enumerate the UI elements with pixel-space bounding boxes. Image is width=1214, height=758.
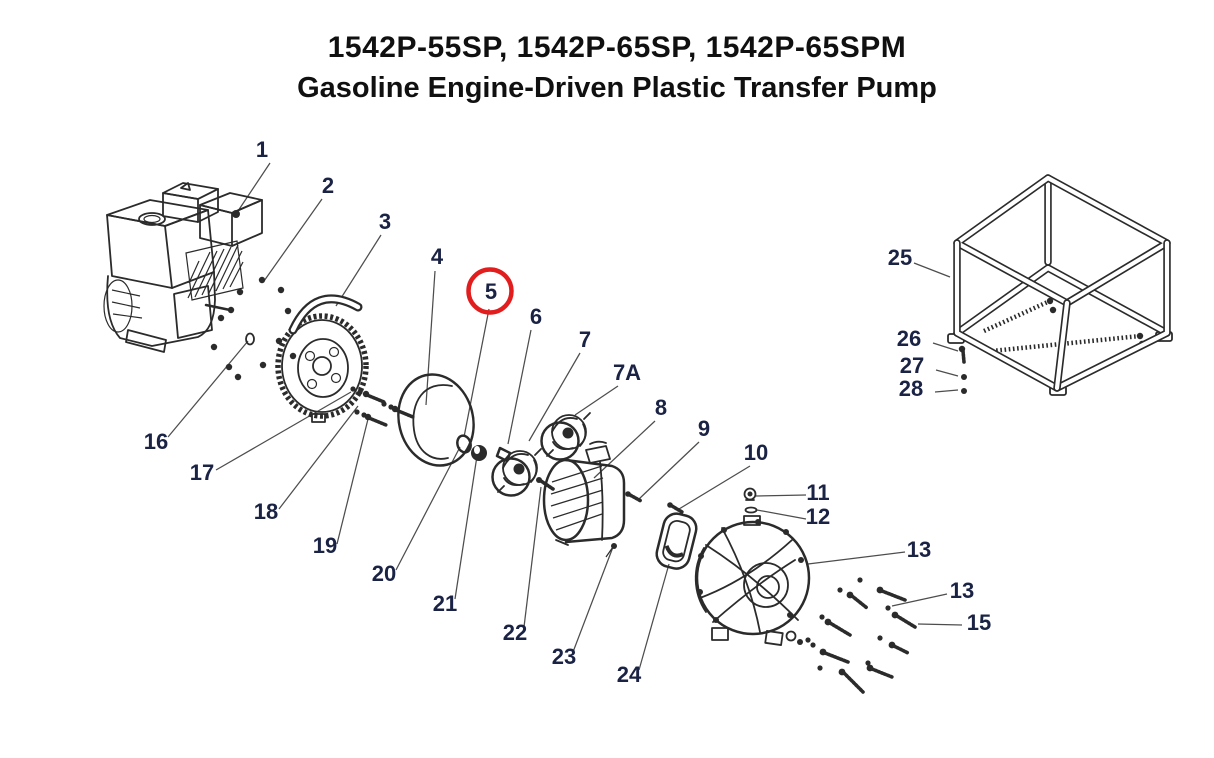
callout-20[interactable]: 20	[372, 561, 396, 586]
small-screws	[536, 477, 684, 558]
callout-16[interactable]: 16	[144, 429, 168, 454]
callout-8[interactable]: 8	[655, 395, 667, 420]
title-product-name: Gasoline Engine-Driven Plastic Transfer …	[297, 72, 937, 104]
cover-bolt-field	[805, 577, 917, 694]
frame	[947, 174, 1173, 396]
callout-6[interactable]: 6	[530, 304, 542, 329]
seal-ring-small	[456, 434, 472, 454]
pump-body	[542, 440, 626, 546]
callout-labels: 1 2 3 4 5 6 7 7A 8 9 10 11 12 13 13 15 1…	[144, 137, 991, 687]
callout-3[interactable]: 3	[379, 209, 391, 234]
mounting-hardware-dots	[210, 276, 297, 381]
callout-24[interactable]: 24	[617, 662, 642, 687]
callout-21[interactable]: 21	[433, 591, 457, 616]
pump-flange	[275, 294, 369, 423]
drain-plug	[785, 630, 797, 642]
washer-item-16	[245, 332, 255, 346]
callout-25[interactable]: 25	[888, 245, 912, 270]
callout-1[interactable]: 1	[256, 137, 268, 162]
seal-ring-large	[397, 373, 475, 467]
callout-18[interactable]: 18	[254, 499, 278, 524]
leader-lines	[167, 162, 963, 671]
flange-bolt-sets	[350, 386, 415, 427]
callout-27[interactable]: 27	[900, 353, 924, 378]
callout-5[interactable]: 5	[485, 279, 497, 304]
gasket	[655, 512, 698, 570]
callout-4[interactable]: 4	[431, 244, 444, 269]
diagram-title: 1542P-55SP, 1542P-65SP, 1542P-65SPM Gaso…	[297, 31, 937, 104]
callout-22[interactable]: 22	[503, 620, 527, 645]
callout-23[interactable]: 23	[552, 644, 576, 669]
callout-13a[interactable]: 13	[907, 537, 931, 562]
priming-plug	[743, 487, 758, 514]
callout-2[interactable]: 2	[322, 173, 334, 198]
callout-7[interactable]: 7	[579, 327, 591, 352]
engine-assembly	[103, 182, 263, 353]
callout-13b[interactable]: 13	[950, 578, 974, 603]
title-model-numbers: 1542P-55SP, 1542P-65SP, 1542P-65SPM	[328, 31, 906, 64]
callout-15[interactable]: 15	[967, 610, 991, 635]
highlight-circle-part-5	[466, 267, 514, 315]
impeller-upper	[540, 412, 591, 461]
impeller-lower	[491, 448, 542, 497]
callout-28[interactable]: 28	[899, 376, 923, 401]
pump-cover	[694, 515, 811, 646]
callout-9[interactable]: 9	[698, 416, 710, 441]
callout-10[interactable]: 10	[744, 440, 768, 465]
callout-12[interactable]: 12	[806, 504, 830, 529]
shaft-seal-parts	[456, 434, 512, 463]
callout-19[interactable]: 19	[313, 533, 337, 558]
callout-11[interactable]: 11	[806, 480, 829, 505]
callout-7a[interactable]: 7A	[613, 360, 641, 385]
callout-26[interactable]: 26	[897, 326, 921, 351]
frame-hardware	[958, 345, 967, 394]
callout-17[interactable]: 17	[190, 460, 214, 485]
